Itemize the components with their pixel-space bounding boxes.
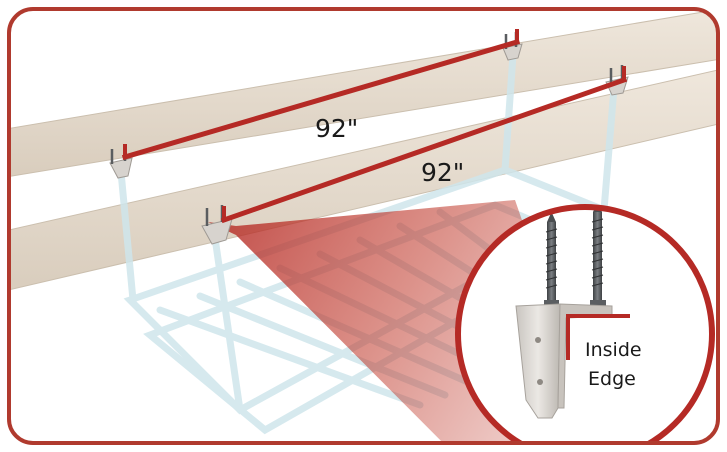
bracket-detail-callout: Inside Edge: [455, 204, 715, 443]
inside-edge-marker: [566, 314, 630, 360]
inside-edge-label-line2: Edge: [588, 368, 636, 390]
inside-edge-label-line1: Inside: [585, 339, 642, 361]
rear-ceiling-joist: [9, 9, 718, 179]
rear-span-measure-line: [121, 29, 521, 161]
front-span-label: 92": [421, 158, 464, 187]
front-ceiling-joist: [9, 67, 718, 293]
rear-span-label: 92": [315, 114, 358, 143]
front-span-measure-line: [220, 66, 628, 224]
scene: 92" 92": [9, 9, 718, 443]
frame-border: [7, 7, 720, 445]
